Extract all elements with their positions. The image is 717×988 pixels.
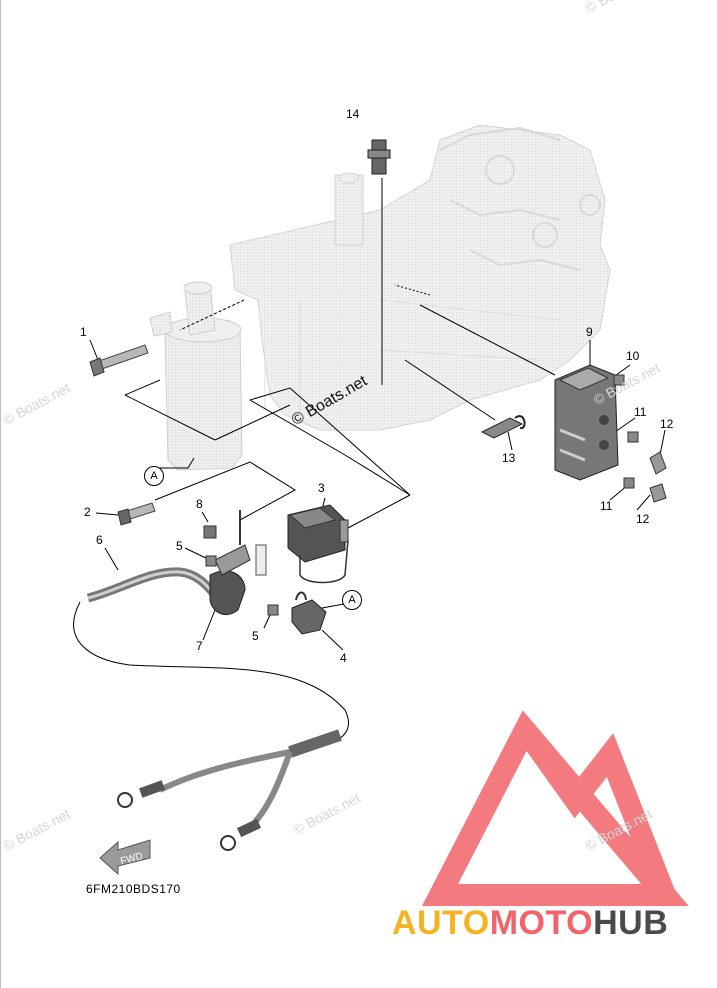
connector-14 [367,139,391,175]
terminal-boot-4 [291,591,327,635]
callout-4: 4 [340,651,347,665]
callout-2: 2 [84,505,91,519]
diagram-code: 6FM210BDS170 [86,882,181,896]
callout-12-top: 12 [660,417,674,431]
logo-mark [421,710,689,906]
starter-relay-3 [255,504,349,584]
callout-6: 6 [96,533,103,547]
bolt-11a [627,431,639,443]
callout-13: 13 [502,451,516,465]
callout-3: 3 [318,481,325,495]
callout-7: 7 [196,639,203,653]
bolt-10 [613,374,625,386]
forward-arrow: FWD [99,839,151,876]
brand-part-moto: MOTO [489,904,594,942]
clamp-13 [480,415,526,439]
bolt-1 [89,344,149,377]
bolt-5a [205,555,217,567]
callout-5-top: 5 [176,539,183,553]
bolt-11b [623,477,635,489]
brand-logo-text: AUTOMOTOHUB [392,904,668,943]
battery-cable [73,567,349,851]
callout-1: 1 [80,325,87,339]
bolt-2 [117,502,156,526]
bolt-5b [267,604,279,616]
callout-10: 10 [626,349,640,363]
callout-5-bottom: 5 [252,629,259,643]
relay-7 [209,510,251,615]
cap-12a [649,451,667,475]
callout-8: 8 [196,497,203,511]
callout-11-top: 11 [634,405,647,419]
callout-12-bottom: 12 [636,512,650,526]
callout-9: 9 [586,325,593,339]
rectifier-9 [554,364,619,481]
reference-a-right: A [342,590,362,610]
callout-11-bottom: 11 [600,499,613,513]
reference-a-left: A [144,466,164,486]
brand-part-hub: HUB [593,904,669,942]
starter-motor [149,281,243,471]
bolt-8 [203,525,217,539]
cap-12b [649,483,667,503]
callout-14: 14 [346,107,360,121]
brand-part-auto: AUTO [392,904,490,942]
engine-block [229,124,611,431]
